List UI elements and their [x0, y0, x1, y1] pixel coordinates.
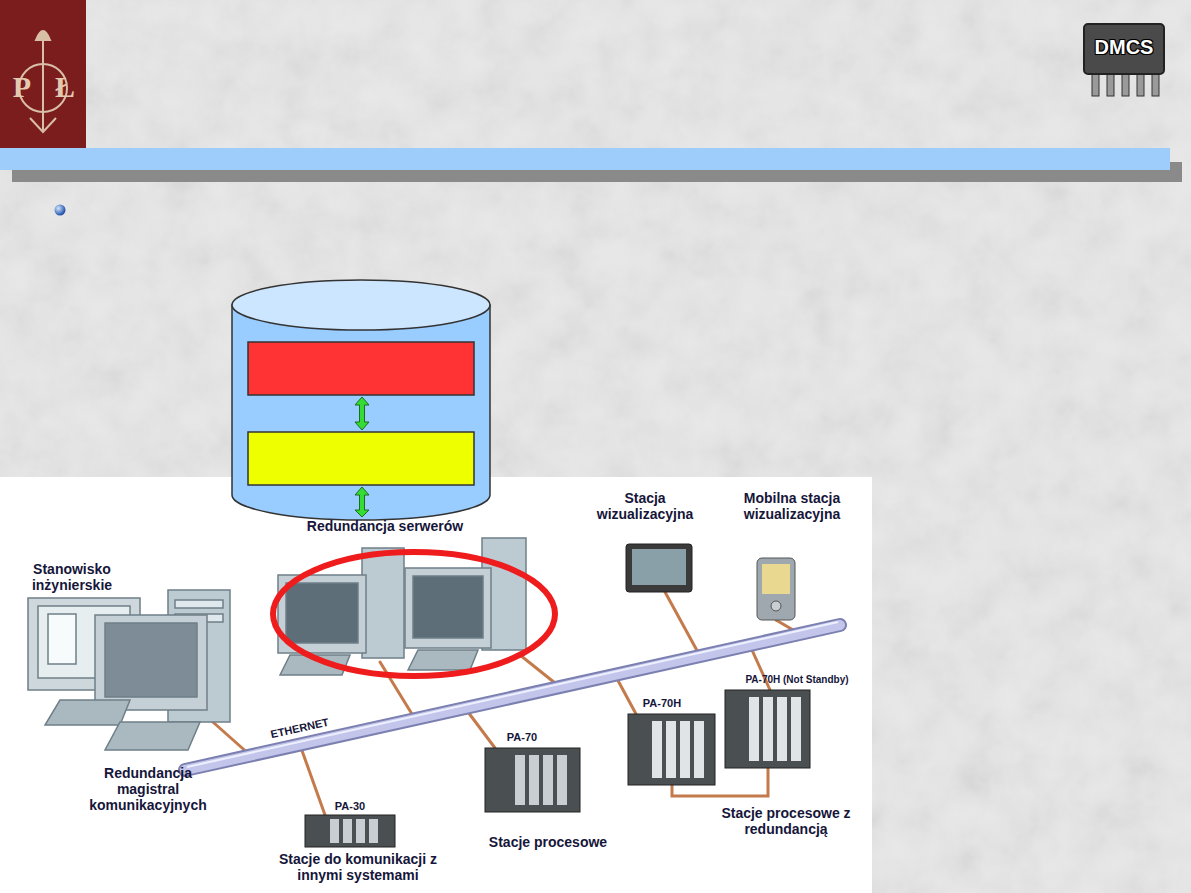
- dmcs-chip-logo: [1084, 24, 1164, 96]
- logo-panel: [0, 0, 86, 148]
- database-cylinder: [232, 280, 490, 520]
- device-label: PA-30: [335, 800, 365, 813]
- title-bar: [0, 148, 1170, 170]
- plc-rack-pa70h: [628, 714, 715, 785]
- logo-text: DMCS: [1095, 36, 1154, 59]
- device-label: PA-70H (Not Standby): [745, 674, 848, 686]
- station-label: Stanowisko inżynierskie: [22, 561, 122, 593]
- device-label: PA-70H: [643, 697, 681, 710]
- illustration-ground: [0, 477, 872, 893]
- green-double-arrows: [355, 397, 369, 517]
- device-label: PA-70: [507, 731, 537, 744]
- plc-rack-pa30: [305, 815, 395, 847]
- yellow-layer: [248, 432, 474, 485]
- station-label: Stacje do komunikacji z innymi systemami: [269, 851, 447, 883]
- station-label: Stacja wizualizacyjna: [585, 490, 705, 522]
- server-label: Redundancja serwerów: [307, 518, 463, 534]
- station-label: Mobilna stacja wizualizacyjna: [730, 490, 855, 522]
- mobile-station: [757, 558, 795, 620]
- engineering-station: [28, 590, 230, 750]
- plc-rack-pa70: [485, 748, 580, 812]
- highlight-ellipse: [273, 552, 555, 676]
- visualization-panel: [626, 544, 692, 592]
- logo-letter: Ł: [55, 70, 75, 105]
- logo-letter: P: [13, 70, 31, 105]
- bus-label: Redundancja magistral komunikacyjnych: [81, 765, 216, 813]
- bus-label: ETHERNET: [270, 716, 331, 741]
- bullet: [55, 205, 66, 216]
- plc-rack-pa70h-standby: [725, 690, 810, 768]
- red-layer: [248, 342, 474, 395]
- station-label: Stacje procesowe: [489, 834, 607, 850]
- station-label: Stacje procesowe z redundancją: [716, 805, 856, 837]
